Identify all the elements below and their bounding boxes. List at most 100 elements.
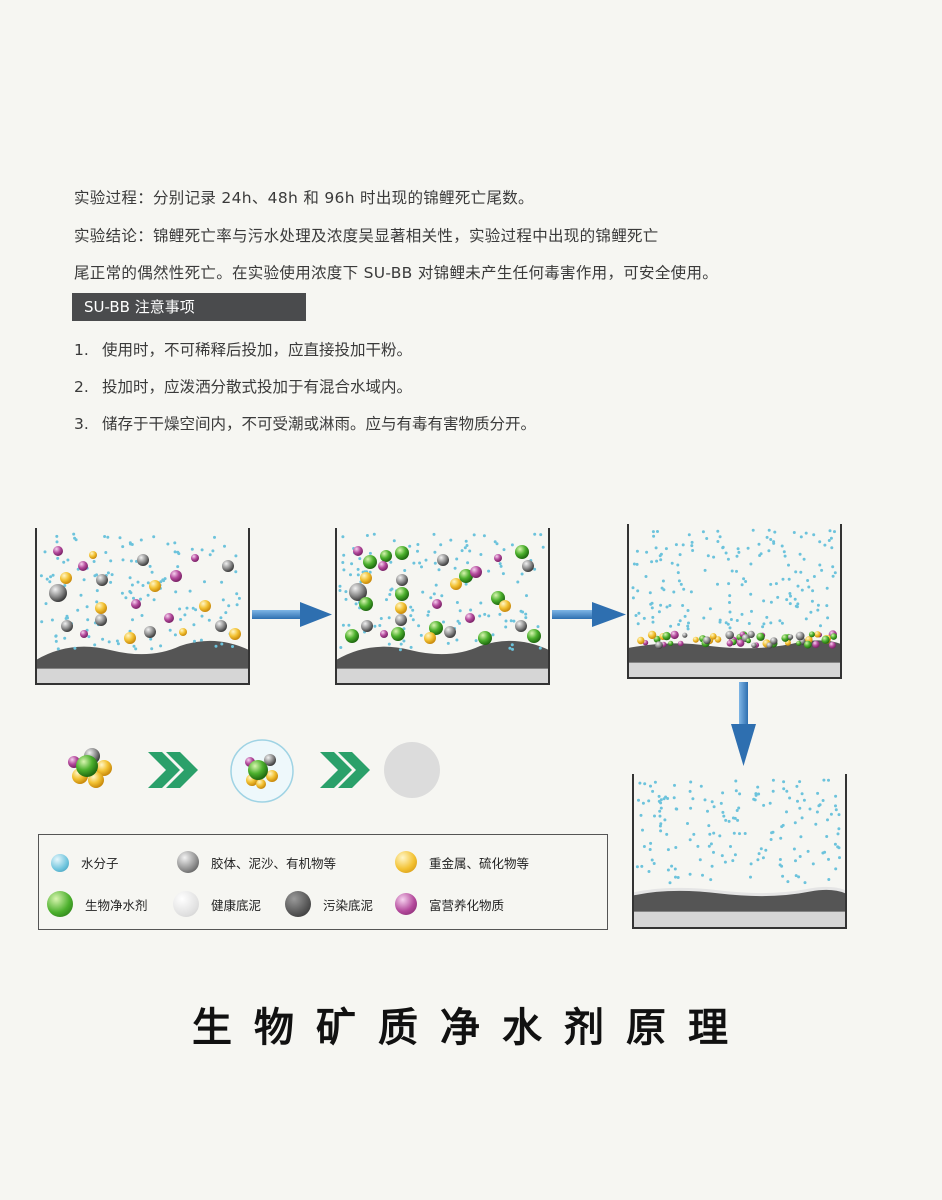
water-molecule-dot xyxy=(519,609,523,613)
water-molecule-dot xyxy=(379,617,383,620)
water-molecule-dot xyxy=(103,535,107,538)
water-molecule-dot xyxy=(416,543,420,546)
water-molecule-dot xyxy=(782,550,786,554)
water-molecule-dot xyxy=(129,559,133,563)
water-molecule-dot xyxy=(149,637,153,641)
water-molecule-dot xyxy=(110,573,114,577)
water-molecule-dot xyxy=(771,789,775,793)
water-molecule-dot xyxy=(510,543,514,547)
water-molecule-dot xyxy=(837,813,841,817)
particles-stage-2 xyxy=(345,545,541,645)
water-molecule-dot xyxy=(434,583,438,587)
water-molecule-dot xyxy=(136,580,140,584)
settled-particle xyxy=(812,640,820,648)
water-molecule-dot xyxy=(478,614,482,618)
water-molecule-icon xyxy=(51,853,69,872)
water-molecule-dot xyxy=(724,818,728,822)
water-molecule-dot xyxy=(659,798,663,802)
water-molecule-dot xyxy=(833,571,837,575)
water-molecule-dot xyxy=(62,560,66,564)
legend-label: 重金属、硫化物等 xyxy=(429,855,530,871)
arrow-right-1-icon xyxy=(252,602,332,627)
water-molecule-dot xyxy=(701,873,704,877)
water-molecule-dot xyxy=(373,624,377,628)
water-molecule-dot xyxy=(176,565,180,569)
water-molecule-dot xyxy=(826,818,829,822)
water-molecule-dot xyxy=(479,601,483,605)
water-molecule-dot xyxy=(109,559,113,563)
water-molecule-dot xyxy=(729,845,732,848)
water-molecule-dot xyxy=(533,567,537,571)
water-molecule-dot xyxy=(724,621,728,625)
water-molecule-dot xyxy=(663,818,667,822)
water-molecule-dot xyxy=(635,865,639,869)
water-molecule-dot xyxy=(806,849,810,853)
water-molecule-dot xyxy=(437,568,441,572)
water-molecule-dot xyxy=(150,570,154,574)
water-molecule-dot xyxy=(190,547,194,551)
water-molecule-dot xyxy=(716,582,719,586)
settled-particle xyxy=(803,640,812,649)
water-molecule-dot xyxy=(509,619,513,623)
water-molecule-dot xyxy=(719,801,723,805)
water-molecule-dot xyxy=(178,607,182,611)
water-molecule-dot xyxy=(508,646,512,650)
water-molecule-dot xyxy=(664,795,668,799)
water-molecule-dot xyxy=(709,842,713,846)
water-molecule-dot xyxy=(781,874,785,878)
water-molecule-dot xyxy=(45,577,49,581)
water-molecule-dot xyxy=(387,616,391,620)
water-molecule-dot xyxy=(412,561,416,565)
water-molecule-dot xyxy=(759,552,763,556)
water-molecule-dot xyxy=(429,596,433,600)
water-molecule-dot xyxy=(706,809,709,813)
water-molecule-dot xyxy=(536,625,540,629)
water-molecule-dot xyxy=(200,614,204,618)
polluted-sediment-icon xyxy=(285,891,311,917)
water-molecule-dot xyxy=(372,532,376,536)
tank-stage-4 xyxy=(632,774,847,929)
water-molecule-dot xyxy=(338,584,342,588)
water-molecules xyxy=(635,778,841,885)
water-molecule-dot xyxy=(666,848,670,852)
water-molecule-dot xyxy=(712,555,716,559)
water-molecule-dot xyxy=(705,537,709,540)
water-molecule-dot xyxy=(54,639,58,643)
water-molecule-dot xyxy=(409,645,413,649)
water-molecule-dot xyxy=(696,844,700,848)
water-molecule-dot xyxy=(368,551,372,555)
water-molecule-dot xyxy=(541,545,545,549)
water-molecule-dot xyxy=(213,535,216,539)
water-molecule-dot xyxy=(120,591,124,595)
tank-stage-1 xyxy=(35,528,250,685)
settled-particle xyxy=(795,631,805,641)
water-molecule-dot xyxy=(106,535,110,539)
settled-particle xyxy=(677,640,684,647)
notice-heading: SU-BB 注意事项 xyxy=(72,293,306,321)
water-molecule-dot xyxy=(104,551,108,554)
notice-item-text: 使用时，不可稀释后投加，应直接投加干粉。 xyxy=(102,341,413,359)
water-molecule-dot xyxy=(765,615,769,619)
water-molecules xyxy=(39,532,241,651)
water-molecule-dot xyxy=(56,647,60,651)
water-molecule-dot xyxy=(811,862,815,866)
water-molecule-dot xyxy=(651,615,655,619)
water-molecule-dot xyxy=(822,778,826,782)
water-molecule-dot xyxy=(174,590,178,594)
water-molecule-dot xyxy=(139,597,142,601)
water-molecule-dot xyxy=(730,569,734,573)
settled-particle xyxy=(787,634,794,640)
water-molecule-dot xyxy=(670,864,674,868)
water-molecule-dot xyxy=(442,620,445,624)
water-molecule-dot xyxy=(234,570,238,574)
water-molecule-dot xyxy=(768,801,772,805)
settled-particle xyxy=(770,637,778,645)
water-molecule-dot xyxy=(761,856,765,860)
settled-particle xyxy=(756,632,765,641)
water-molecule-dot xyxy=(648,591,652,595)
water-molecule-dot xyxy=(661,579,665,583)
water-molecule-dot xyxy=(673,867,677,871)
water-molecule-dot xyxy=(159,580,163,584)
water-molecule-dot xyxy=(641,801,645,805)
water-molecule-dot xyxy=(56,556,60,560)
